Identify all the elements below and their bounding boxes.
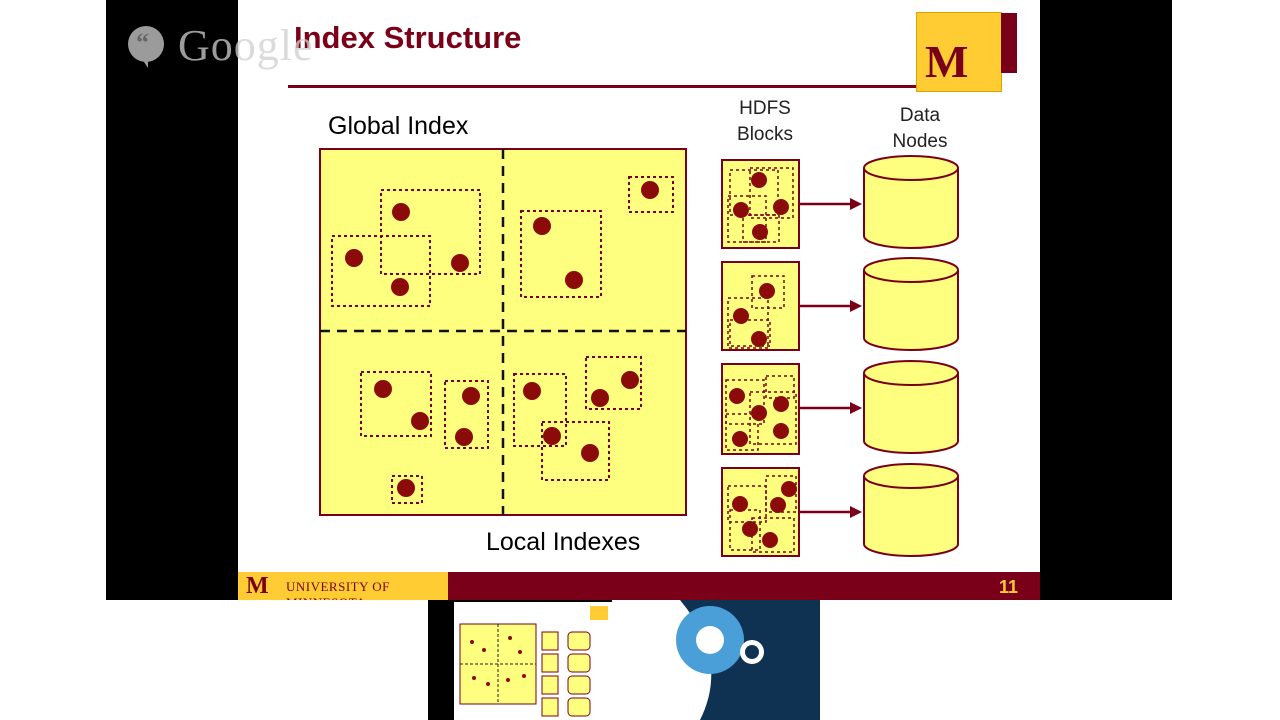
data-point (455, 428, 473, 446)
data-point (565, 271, 583, 289)
locationtech-graphic (640, 600, 846, 720)
presentation-slide: Index Structure M Global Index Local Ind… (238, 0, 1040, 610)
local-index-box (513, 373, 567, 447)
slide-title: Index Structure (294, 20, 522, 55)
slide-preview-thumbnail[interactable] (428, 600, 612, 720)
local-index-box (444, 380, 489, 449)
datanodes-label-line2: Nodes (892, 131, 948, 152)
data-point (462, 387, 480, 405)
local-indexes-label: Local Indexes (486, 528, 641, 556)
local-index-box (520, 210, 602, 298)
hdfs-label-line2: Blocks (737, 124, 793, 145)
data-points (345, 181, 659, 497)
participant-strip (0, 600, 1280, 720)
local-index-box (585, 356, 642, 410)
block-arrows (800, 198, 862, 518)
data-node (863, 360, 959, 454)
logo-strip (1001, 13, 1017, 73)
data-node (863, 463, 959, 557)
hdfs-block (721, 363, 800, 455)
data-point (523, 382, 541, 400)
data-point (397, 479, 415, 497)
hdfs-label-line1: HDFS (739, 98, 791, 119)
footer-m-icon: M (246, 573, 269, 599)
slide-footer: M UNIVERSITY OF MINNESOTA 11 (238, 572, 1040, 610)
index-diagram (319, 148, 959, 557)
data-point (581, 444, 599, 462)
data-point (391, 278, 409, 296)
slide-page-number: 11 (998, 577, 1018, 597)
data-node (863, 155, 959, 249)
hdfs-blocks-label: HDFS Blocks (724, 96, 806, 148)
local-index-box (331, 235, 431, 307)
hdfs-block (721, 467, 800, 557)
m-logo-icon: M (925, 36, 969, 87)
chat-bubble-icon (128, 26, 164, 68)
data-point (641, 181, 659, 199)
data-node-cylinders (863, 155, 959, 557)
locationtech-thumbnail[interactable] (640, 600, 846, 720)
thumbnail-slide (454, 602, 612, 720)
data-point (374, 380, 392, 398)
global-index-label: Global Index (328, 112, 469, 140)
data-point (621, 371, 639, 389)
hangouts-watermark: “ Google (128, 21, 368, 72)
quote-icon: “ (136, 28, 149, 57)
local-index-box (391, 475, 423, 504)
local-index-boxes (331, 176, 674, 504)
local-index-box (628, 176, 674, 213)
data-point (392, 203, 410, 221)
university-logo: M (916, 12, 1017, 92)
local-index-box (541, 421, 610, 481)
footer-brand: M UNIVERSITY OF MINNESOTA (238, 572, 448, 610)
local-index-box (360, 371, 432, 437)
data-point (543, 427, 561, 445)
brand-text: Google (178, 21, 314, 70)
data-point (345, 249, 363, 267)
data-point (451, 254, 469, 272)
thumbnail-graphic (459, 606, 608, 717)
datanodes-label-line1: Data (899, 105, 941, 126)
data-point (533, 217, 551, 235)
hdfs-block (721, 261, 800, 351)
data-nodes-label: Data Nodes (874, 103, 966, 155)
data-node (863, 257, 959, 351)
hdfs-block (721, 159, 800, 249)
data-point (411, 412, 429, 430)
data-point (591, 389, 609, 407)
title-rule (288, 85, 918, 88)
local-index-box (380, 189, 481, 275)
